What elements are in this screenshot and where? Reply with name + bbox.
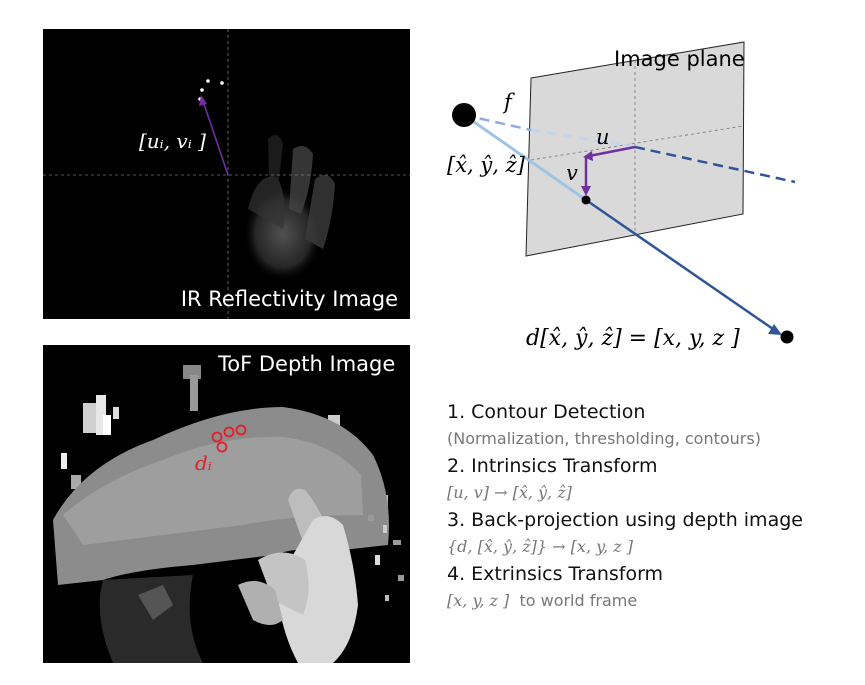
optical-axis-back xyxy=(634,145,796,184)
step-3: 3. Back-projection using depth image {d,… xyxy=(447,508,857,560)
step-4: 4. Extrinsics Transform [x, y, z ] to wo… xyxy=(447,562,857,614)
step-title: 2. Intrinsics Transform xyxy=(447,455,658,477)
tof-depth-image: dᵢ ToF Depth Image xyxy=(43,345,410,663)
camera-center xyxy=(452,103,476,127)
image-plane xyxy=(525,41,745,257)
step-detail: [x, y, z ] to world frame xyxy=(447,587,857,614)
ray-direction-label: [x̂, ŷ, ẑ] xyxy=(447,153,525,177)
step-detail: (Normalization, thresholding, contours) xyxy=(447,429,761,448)
step-title: 3. Back-projection using depth image xyxy=(447,509,803,531)
optical-axis-on-plane xyxy=(530,128,636,149)
v-label: v xyxy=(566,161,578,185)
ray-to-world-point xyxy=(585,198,774,331)
u-arrowhead xyxy=(583,151,593,161)
projection-diagram: Image plane f u v [x̂, ŷ, ẑ] d[x̂, ŷ, ẑ]… xyxy=(430,30,850,370)
tof-image-caption: ToF Depth Image xyxy=(218,352,396,376)
u-arrow xyxy=(588,145,636,158)
lower-detail xyxy=(138,585,173,620)
step-detail: [u, v] → [x̂, ŷ, ẑ] xyxy=(447,483,572,502)
pipeline-steps: 1. Contour Detection (Normalization, thr… xyxy=(447,400,857,616)
ray-arrowhead xyxy=(768,324,782,335)
ir-image-canvas xyxy=(43,29,410,319)
pixel-arrowhead xyxy=(199,95,207,106)
step-1: 1. Contour Detection (Normalization, thr… xyxy=(447,400,857,452)
world-point xyxy=(780,330,794,344)
step-2: 2. Intrinsics Transform [u, v] → [x̂, ŷ,… xyxy=(447,454,857,506)
backprojection-equation: d[x̂, ŷ, ẑ] = [x, y, z ] xyxy=(526,326,740,351)
pixel-arrow xyxy=(202,100,229,176)
ray-to-pixel xyxy=(463,113,587,202)
pixel-coordinate-label: [uᵢ, vᵢ ] xyxy=(139,129,206,153)
lower-structure xyxy=(99,575,203,663)
step-detail-math: [x, y, z ] xyxy=(447,591,510,610)
v-arrowhead xyxy=(581,186,591,196)
pixel-point xyxy=(581,195,591,205)
image-plane-label: Image plane xyxy=(614,47,745,71)
step-detail-suffix: to world frame xyxy=(509,591,638,610)
surface-highlight xyxy=(63,436,363,545)
u-label: u xyxy=(596,125,610,149)
tof-image-canvas xyxy=(53,365,404,663)
right-speckles xyxy=(368,515,404,601)
ir-image-caption: IR Reflectivity Image xyxy=(180,287,398,311)
hand-silhouette xyxy=(243,135,335,282)
step-detail: {d, [x̂, ŷ, ẑ]} → [x, y, z ] xyxy=(447,537,633,556)
hand-depth xyxy=(238,488,358,663)
depth-marker-circles xyxy=(211,424,247,453)
step-title: 1. Contour Detection xyxy=(447,401,646,423)
ir-reflectivity-image: [uᵢ, vᵢ ] IR Reflectivity Image xyxy=(43,29,410,319)
depth-value-label: dᵢ xyxy=(195,451,212,475)
step-title: 4. Extrinsics Transform xyxy=(447,563,664,585)
projection-canvas xyxy=(452,41,796,344)
optical-axis-front xyxy=(463,113,532,132)
focal-length-label: f xyxy=(504,90,512,114)
